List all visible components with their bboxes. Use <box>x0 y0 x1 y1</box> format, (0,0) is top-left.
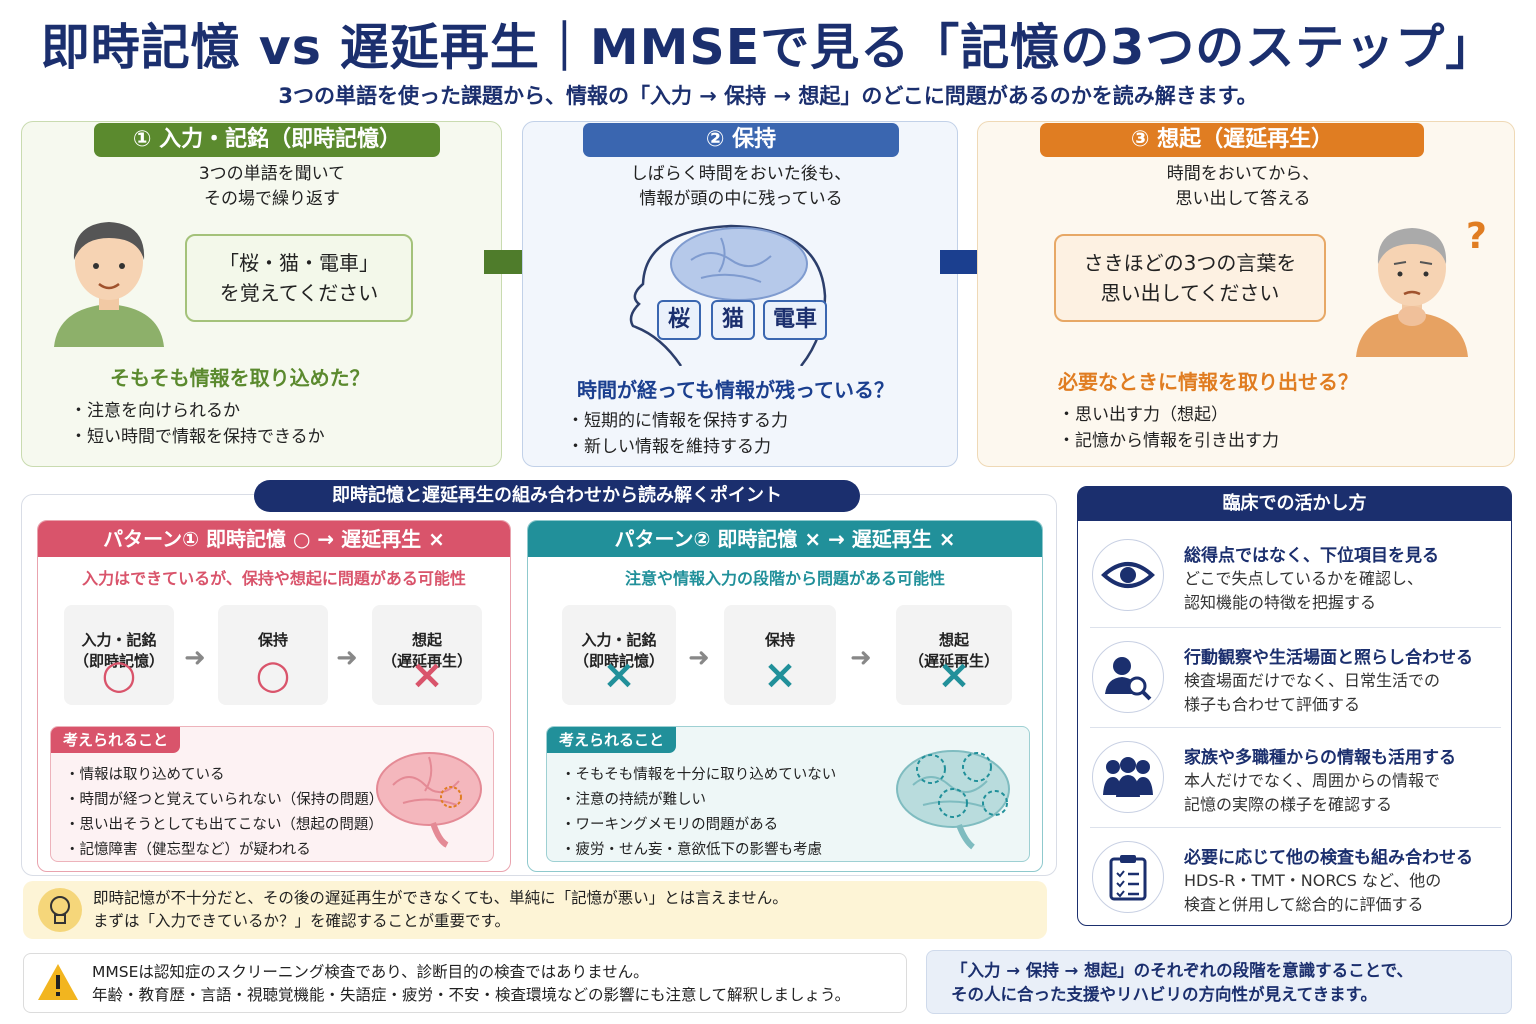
stage-input-bullets: ・注意を向けられるか ・短い時間で情報を保持できるか <box>70 401 325 447</box>
person-search-icon <box>1092 641 1164 713</box>
word-card-neko: 猫 <box>711 300 755 340</box>
circle-mark: ○ <box>101 652 137 698</box>
stage-retention-bullets: ・短期的に情報を保持する力 ・新しい情報を維持する力 <box>567 411 788 457</box>
head-brain-illustration <box>629 224 827 366</box>
considerations-tag: 考えられること <box>51 727 181 753</box>
pattern-2-considerations: 考えられること ・そもそも情報を十分に取り込めていない ・注意の持続が難しい ・… <box>546 726 1030 862</box>
conclusion-box: 「入力 → 保持 → 想起」のそれぞれの段階を意識することで、 その人に合った支… <box>926 950 1512 1014</box>
stage-retention-label: ② 保持 <box>583 123 899 157</box>
stage-recall-card: ③ 想起（遅延再生） 時間をおいてから、 思い出して答える さきほどの3つの言葉… <box>977 121 1515 467</box>
pattern-1-subtitle: 入力はできているが、保持や想起に問題がある可能性 <box>82 569 466 588</box>
step-recall: 想起 （遅延再生） × <box>896 605 1012 705</box>
cross-mark: × <box>763 652 797 698</box>
stage-retention-desc: しばらく時間をおいた後も、 情報が頭の中に残っている <box>630 164 852 209</box>
clipboard-icon <box>1092 841 1164 913</box>
pattern-1-considerations: 考えられること ・情報は取り込めている ・時間が経つと覚えていられない（保持の問… <box>50 726 494 862</box>
circle-mark: ○ <box>255 652 291 698</box>
cross-mark: × <box>410 652 444 698</box>
clinical-item: 総得点ではなく、下位項目を見る どこで失点しているかを確認し、 認知機能の特徴を… <box>1088 527 1503 625</box>
page-subtitle: 3つの単語を使った課題から、情報の「入力 → 保持 → 想起」のどこに問題がある… <box>278 84 1258 108</box>
conclusion-text: 「入力 → 保持 → 想起」のそれぞれの段階を意識することで、 その人に合った支… <box>951 961 1413 1004</box>
recall-instruction-bubble: さきほどの3つの言葉を 思い出してください <box>1054 234 1326 322</box>
brain-icon <box>376 752 482 848</box>
stage-input-card: ① 入力・記銘（即時記憶） 3つの単語を聞いて その場で繰り返す 「桜・猫・電車… <box>21 121 502 467</box>
clinical-item: 行動観察や生活場面と照らし合わせる 検査場面だけでなく、日常生活での 様子も合わ… <box>1088 629 1503 727</box>
clinical-panel: 臨床での活かし方 総得点ではなく、下位項目を見る どこで失点しているかを確認し、… <box>1077 486 1512 926</box>
clinical-item: 家族や多職種からの情報も活用する 本人だけでなく、周囲からの情報で 記憶の実際の… <box>1088 729 1503 827</box>
stage-input-question: そもそも情報を取り込めた？ <box>110 366 370 390</box>
clinical-title: 臨床での活かし方 <box>1078 487 1511 521</box>
pattern-1-title: パターン① 即時記憶 ○ → 遅延再生 × <box>38 521 510 557</box>
page-title: 即時記憶 vs 遅延再生｜MMSEで見る「記憶の3つのステップ」 <box>40 19 1496 76</box>
clinical-item: 必要に応じて他の検査も組み合わせる HDS-R・TMT・NORCS など、他の … <box>1088 829 1503 927</box>
arrow-right-icon: ➜ <box>850 643 872 673</box>
brain-icon <box>896 750 1010 850</box>
instruction-bubble: 「桜・猫・電車」 を覚えてください <box>185 234 413 322</box>
stage-recall-desc: 時間をおいてから、 思い出して答える <box>1166 164 1320 209</box>
tip-box: 即時記憶が不十分だと、その後の遅延再生ができなくても、単純に「記憶が悪い」とは言… <box>23 881 1047 939</box>
warning-text: MMSEは認知症のスクリーニング検査であり、診断目的の検査ではありません。 年齢… <box>92 963 851 1004</box>
tip-text: 即時記憶が不十分だと、その後の遅延再生ができなくても、単純に「記憶が悪い」とは言… <box>93 889 788 930</box>
pattern-2-title: パターン② 即時記憶 × → 遅延再生 × <box>528 521 1042 557</box>
stage-retention-question: 時間が経っても情報が残っている？ <box>577 378 894 402</box>
step-recall: 想起 （遅延再生） × <box>372 605 482 705</box>
stage-recall-bullets: ・思い出す力（想起） ・記憶から情報を引き出す力 <box>1058 405 1279 451</box>
step-retention: 保持 ○ <box>218 605 328 705</box>
pattern-1-card: パターン① 即時記憶 ○ → 遅延再生 × 入力はできているが、保持や想起に問題… <box>37 520 511 872</box>
considerations-tag: 考えられること <box>547 727 677 753</box>
warning-icon <box>38 964 78 1000</box>
people-icon <box>1092 741 1164 813</box>
lightbulb-icon <box>38 888 82 932</box>
patterns-section-title: 即時記憶と遅延再生の組み合わせから読み解くポイント <box>254 480 860 512</box>
pattern-2-subtitle: 注意や情報入力の段階から問題がある可能性 <box>624 569 945 588</box>
stage-recall-label: ③ 想起（遅延再生） <box>1040 123 1424 157</box>
arrow-right-icon: ➜ <box>688 643 710 673</box>
warning-box: MMSEは認知症のスクリーニング検査であり、診断目的の検査ではありません。 年齢… <box>23 953 907 1013</box>
step-retention: 保持 × <box>724 605 836 705</box>
young-man-illustration <box>54 222 164 347</box>
eye-icon <box>1092 539 1164 611</box>
considerations-list: ・情報は取り込めている ・時間が経つと覚えていられない（保持の問題） ・思い出そ… <box>65 767 384 858</box>
elderly-man-illustration <box>1356 228 1468 357</box>
word-card-densha: 電車 <box>763 300 827 340</box>
word-card-sakura: 桜 <box>657 300 701 340</box>
arrow-right-icon: ➜ <box>184 643 206 673</box>
cross-mark: × <box>937 652 971 698</box>
arrow-right-icon: ➜ <box>336 643 358 673</box>
stage-input-desc: 3つの単語を聞いて その場で繰り返す <box>198 164 346 209</box>
stage-input-label: ① 入力・記銘（即時記憶） <box>94 123 440 157</box>
pattern-2-card: パターン② 即時記憶 × → 遅延再生 × 注意や情報入力の段階から問題がある可… <box>527 520 1043 872</box>
step-input: 入力・記銘 （即時記憶） × <box>562 605 676 705</box>
question-mark-icon: ? <box>1466 216 1487 257</box>
stage-retention-card: ② 保持 しばらく時間をおいた後も、 情報が頭の中に残っている 桜 猫 電車 時… <box>522 121 958 467</box>
step-input: 入力・記銘 （即時記憶） ○ <box>64 605 174 705</box>
cross-mark: × <box>602 652 636 698</box>
considerations-list: ・そもそも情報を十分に取り込めていない ・注意の持続が難しい ・ワーキングメモリ… <box>561 767 837 858</box>
stage-recall-question: 必要なときに情報を取り出せる？ <box>1058 370 1358 394</box>
